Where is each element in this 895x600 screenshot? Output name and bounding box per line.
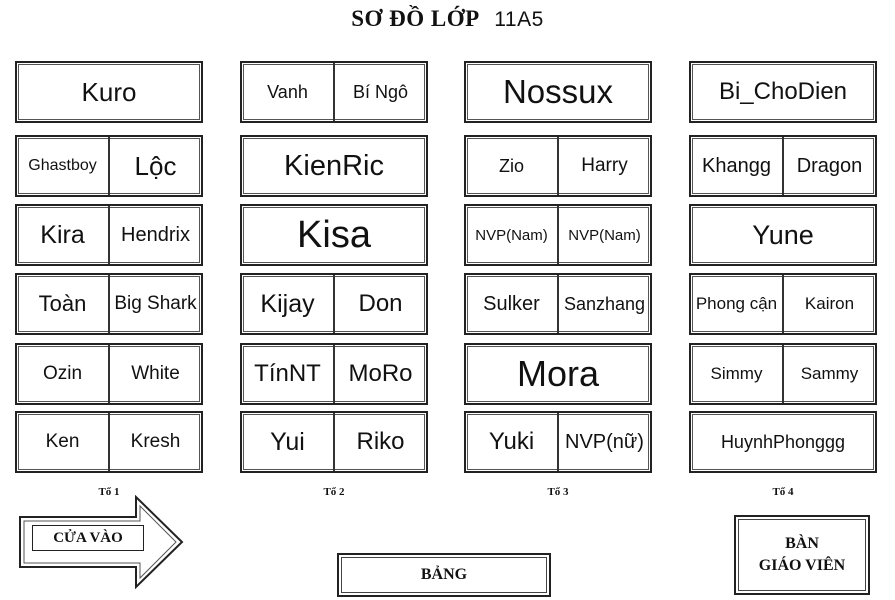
student-seat: Bí Ngô <box>333 63 426 121</box>
desk: Kira Hendrix <box>15 204 203 266</box>
title-main: SƠ ĐỒ LỚP <box>351 6 480 31</box>
door-label: CỬA VÀO <box>32 525 144 551</box>
student-seat: NVP(Nam) <box>475 226 548 244</box>
student-seat: Vanh <box>267 81 308 102</box>
student-seat: Sammy <box>782 345 875 403</box>
desk: Nossux <box>464 61 652 123</box>
student-seat: Lộc <box>108 137 201 195</box>
desk: Kijay Don <box>240 273 428 335</box>
entrance-door: CỬA VÀO <box>18 495 186 589</box>
student-seat: Riko <box>333 413 426 471</box>
desk: Zio Harry <box>464 135 652 197</box>
student-seat: Sanzhang <box>557 275 650 333</box>
desk: Sulker Sanzhang <box>464 273 652 335</box>
student-seat: Harry <box>557 137 650 195</box>
teacher-desk-line2: GIÁO VIÊN <box>758 557 846 574</box>
student-seat: Sulker <box>483 292 540 315</box>
desk: Ken Kresh <box>15 411 203 473</box>
student-seat: KienRic <box>284 149 384 182</box>
student-seat: Yuki <box>488 428 535 455</box>
student-seat: Mora <box>516 353 600 394</box>
group-label: Tổ 2 <box>323 486 345 498</box>
desk: Yune <box>689 204 877 266</box>
student-seat: Kresh <box>108 413 201 471</box>
group-label: Tổ 3 <box>547 486 569 498</box>
student-seat: Yune <box>752 219 814 250</box>
desk: Yuki NVP(nữ) <box>464 411 652 473</box>
group-label: Tổ 4 <box>772 486 794 498</box>
desk: Yui Riko <box>240 411 428 473</box>
student-seat: Simmy <box>710 364 763 383</box>
student-seat: Toàn <box>38 291 87 316</box>
desk: Mora <box>464 343 652 405</box>
student-seat: Don <box>333 275 426 333</box>
teacher-desk-line1: BÀN <box>785 535 819 552</box>
student-seat: Ghastboy <box>28 157 97 174</box>
student-seat: White <box>108 345 201 403</box>
student-seat: Hendrix <box>108 206 201 264</box>
student-seat: Kira <box>40 220 85 249</box>
student-seat: Kisa <box>297 213 371 256</box>
student-seat: MoRo <box>333 345 426 403</box>
student-seat: Ozin <box>42 363 83 384</box>
student-seat: Bi_ChoDien <box>718 78 848 105</box>
student-seat: Yui <box>270 427 305 456</box>
student-seat: HuynhPhonggg <box>720 431 846 452</box>
desk: Toàn Big Shark <box>15 273 203 335</box>
arrow-right-icon <box>19 495 184 589</box>
desk: KienRic <box>240 135 428 197</box>
desk: Vanh Bí Ngô <box>240 61 428 123</box>
student-seat: Phong cận <box>695 294 778 313</box>
title-class-name: 11A5 <box>494 8 544 31</box>
desk: Ghastboy Lộc <box>15 135 203 197</box>
group-label: Tổ 1 <box>98 486 120 498</box>
blackboard: BẢNG <box>337 553 551 597</box>
student-seat: Zio <box>498 155 524 176</box>
desk: HuynhPhonggg <box>689 411 877 473</box>
student-seat: Ken <box>45 431 80 452</box>
desk: Khangg Dragon <box>689 135 877 197</box>
desk: Kisa <box>240 204 428 266</box>
teacher-desk: BÀN GIÁO VIÊN <box>734 515 870 595</box>
page-title: SƠ ĐỒ LỚP 11A5 <box>0 6 895 32</box>
desk: NVP(Nam) NVP(Nam) <box>464 204 652 266</box>
student-seat: Dragon <box>782 137 875 195</box>
desk: Ozin White <box>15 343 203 405</box>
student-seat: Nossux <box>502 73 614 110</box>
student-seat: NVP(Nam) <box>557 206 650 264</box>
student-seat: Kuro <box>81 76 137 107</box>
student-seat: Kairon <box>782 275 875 333</box>
student-seat: Kijay <box>260 289 315 318</box>
desk: Kuro <box>15 61 203 123</box>
desk: Bi_ChoDien <box>689 61 877 123</box>
student-seat: Khangg <box>702 154 771 177</box>
student-seat: Big Shark <box>108 275 201 333</box>
student-seat: NVP(nữ) <box>557 413 650 471</box>
desk: Simmy Sammy <box>689 343 877 405</box>
desk: TínNT MoRo <box>240 343 428 405</box>
student-seat: TínNT <box>254 360 321 387</box>
